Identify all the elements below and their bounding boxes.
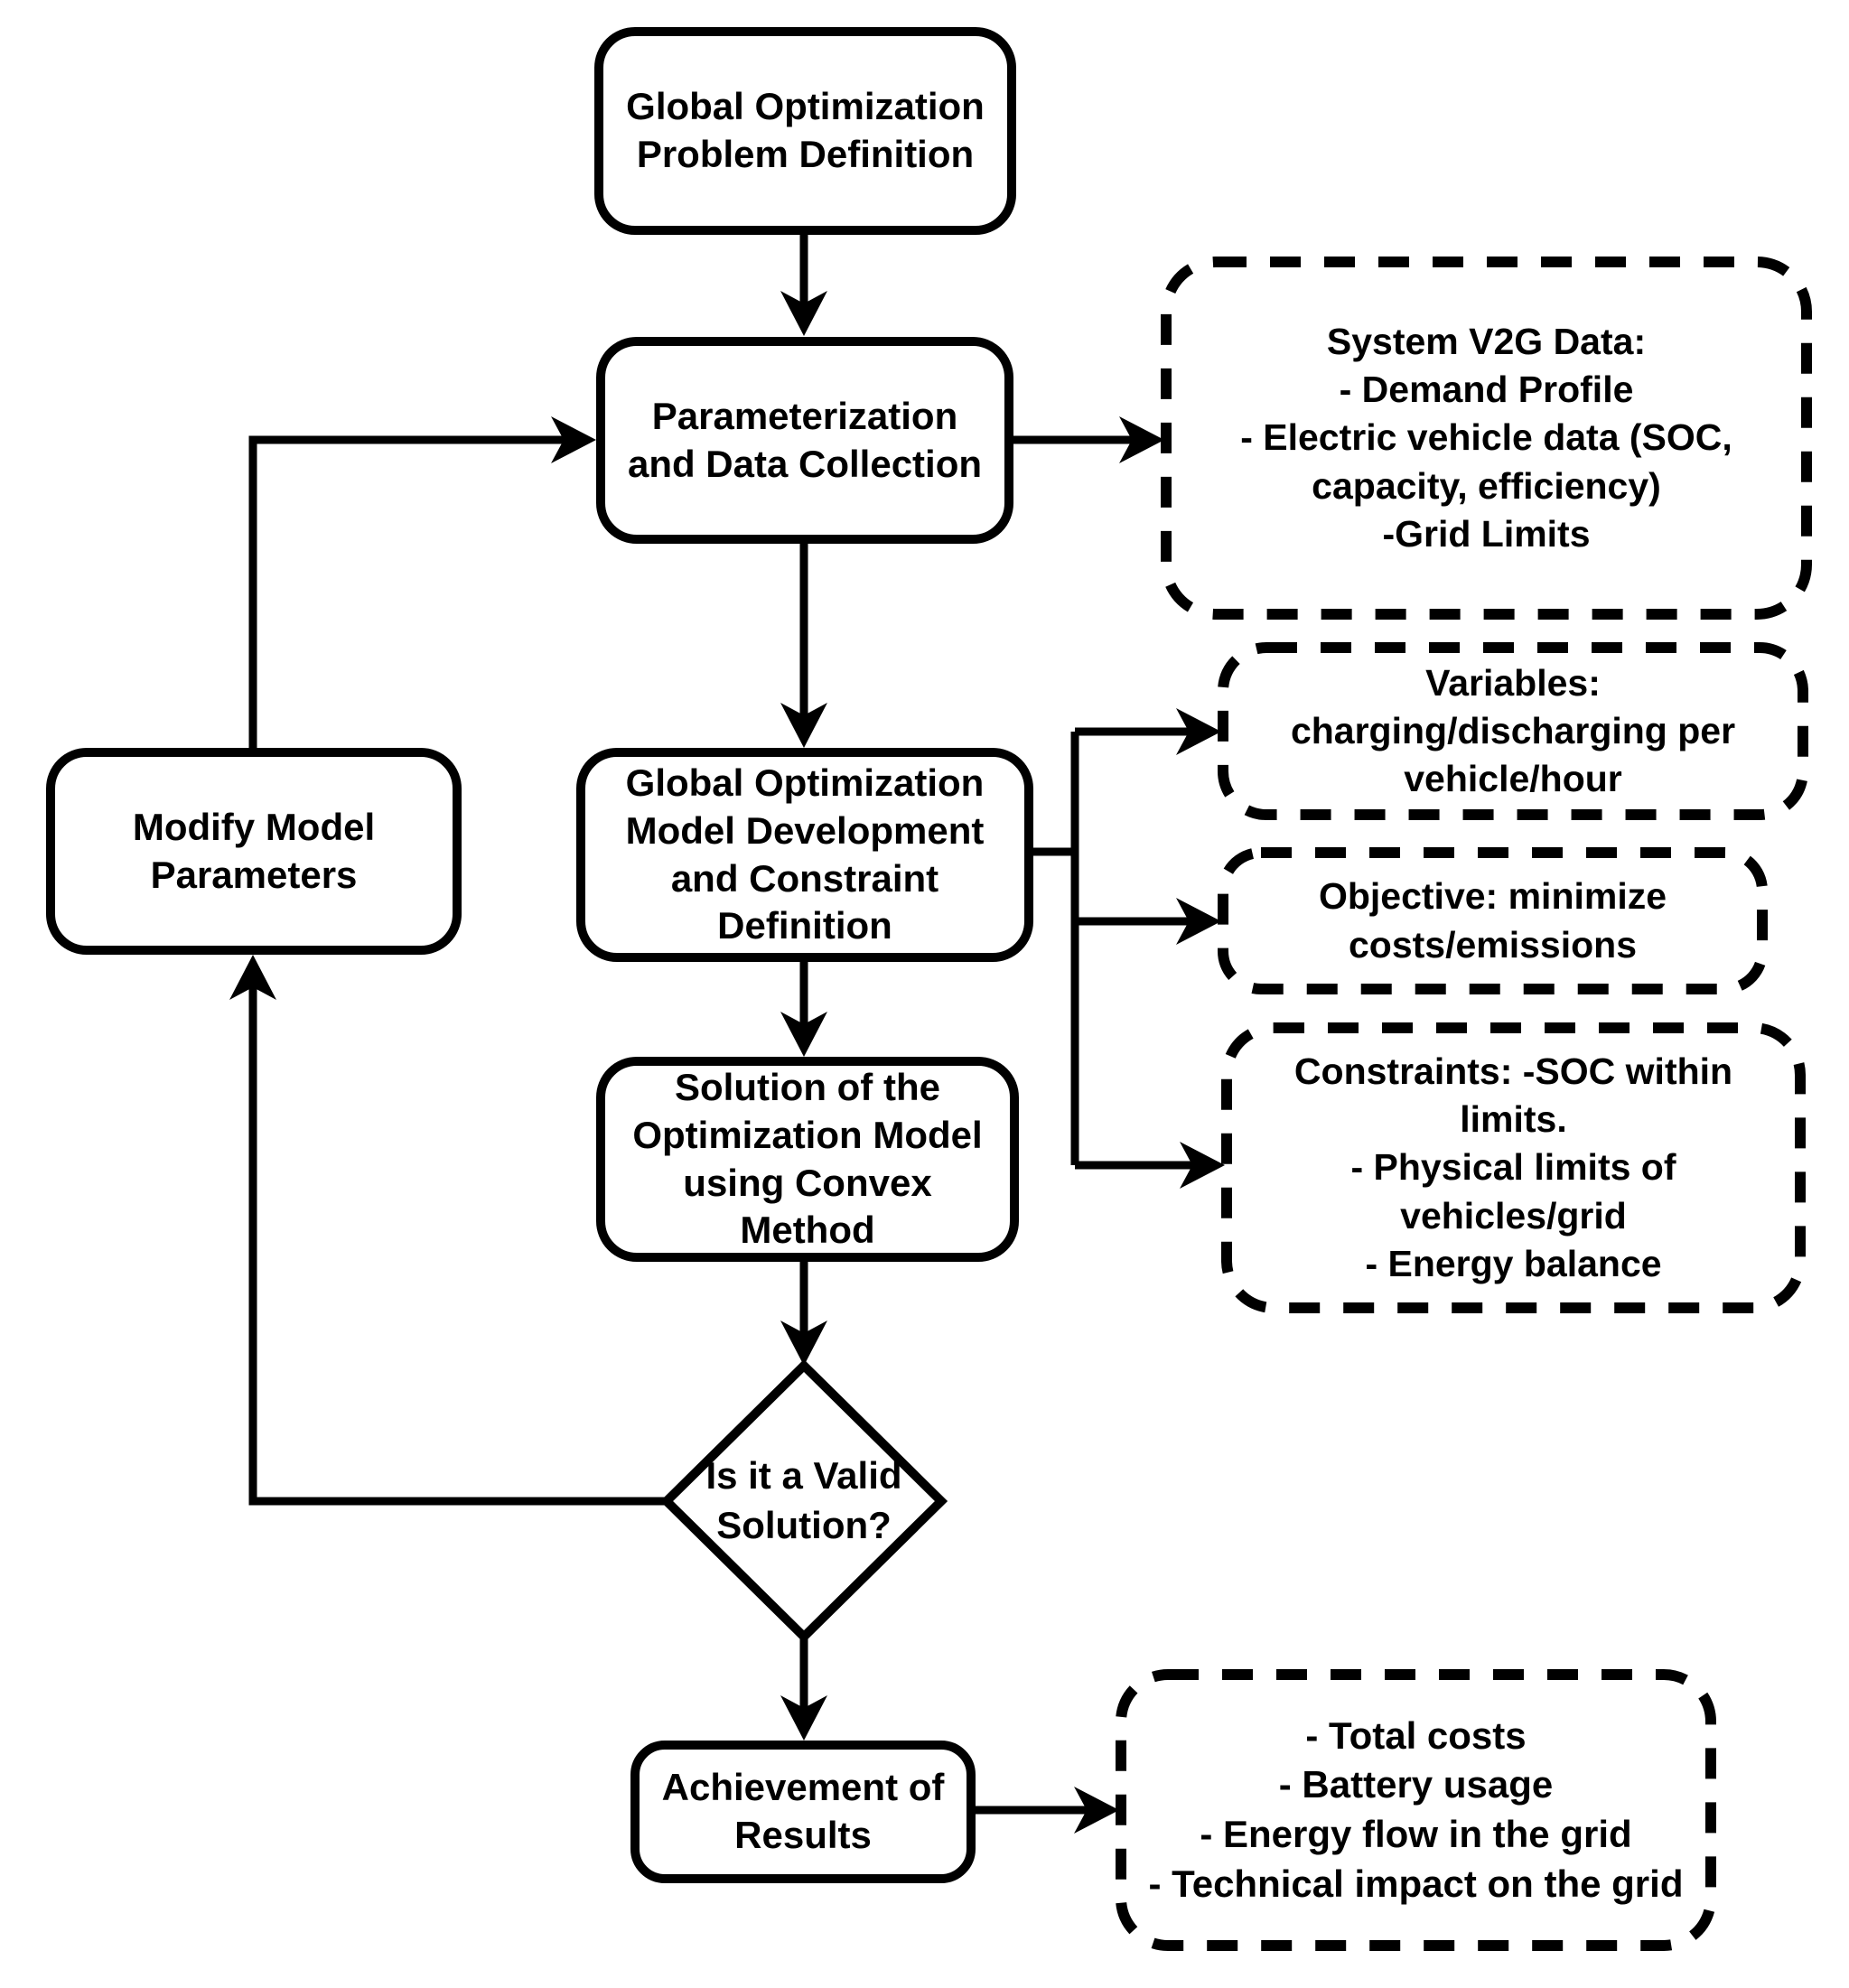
node-solution-method: Solution of the Optimization Model using… xyxy=(596,1057,1019,1262)
node-constraints-text: Constraints: -SOC within limits. - Physi… xyxy=(1227,1028,1800,1308)
node-label-line: Objective: minimize xyxy=(1318,875,1667,918)
node-results-outputs-text: - Total costs - Battery usage - Energy f… xyxy=(1121,1675,1711,1946)
arrow-parameterization-to-v2g-data xyxy=(1012,416,1164,463)
arrow-modify-parameters-to-parameterization xyxy=(248,416,596,750)
node-label-line: Variables: xyxy=(1425,661,1601,704)
node-label-line: - Technical impact on the grid xyxy=(1148,1862,1684,1905)
node-label-line: - Total costs xyxy=(1305,1713,1527,1757)
system-v2g-data-box xyxy=(1161,257,1812,620)
node-label-line: Modify Model xyxy=(132,805,376,848)
node-label-line: -Grid Limits xyxy=(1382,512,1591,555)
node-label-line: - Physical limits of xyxy=(1350,1146,1676,1189)
branch-trunk-development xyxy=(1032,732,1079,1165)
arrow-problem-to-parameterization xyxy=(780,233,827,336)
node-label-line: - Energy flow in the grid xyxy=(1200,1813,1632,1855)
node-label-line: charging/discharging per xyxy=(1290,709,1736,751)
node-system-v2g-data-text: System V2G Data: - Demand Profile - Elec… xyxy=(1166,262,1807,614)
node-label-line: Solution of the xyxy=(675,1065,940,1108)
node-label-line: vehicles/grid xyxy=(1400,1194,1627,1237)
node-parameterization: Parameterization and Data Collection xyxy=(596,337,1013,544)
arrow-development-to-variables xyxy=(1075,708,1221,755)
arrow-achievement-to-results xyxy=(974,1787,1119,1834)
node-label-line: capacity, efficiency) xyxy=(1312,464,1661,507)
node-label-line: Optimization Model xyxy=(632,1113,983,1156)
node-achievement-results: Achievement of Results xyxy=(630,1741,976,1883)
arrow-solution-to-decision xyxy=(780,1260,827,1366)
node-label-line: - Battery usage xyxy=(1278,1763,1554,1806)
node-label-line: - Electric vehicle data (SOC, xyxy=(1240,416,1732,459)
arrow-development-to-solution xyxy=(780,960,827,1057)
node-label-line: Results xyxy=(734,1814,872,1856)
node-label-line: Method xyxy=(740,1209,875,1252)
node-label-line: Model Development xyxy=(625,808,985,852)
arrow-decision-to-modify-parameters xyxy=(229,955,668,1506)
results-outputs-box xyxy=(1116,1669,1716,1951)
node-label-line: - Energy balance xyxy=(1365,1242,1662,1284)
node-label-line: and Constraint xyxy=(670,856,939,900)
node-model-development: Global Optimization Model Development an… xyxy=(576,748,1033,962)
node-problem-definition: Global Optimization Problem Definition xyxy=(594,27,1016,235)
node-label-line: limits. xyxy=(1460,1098,1567,1141)
node-modify-parameters: Modify Model Parameters xyxy=(46,748,462,955)
node-label-line: costs/emissions xyxy=(1348,923,1638,966)
node-decision-text: Is it a Valid Solution? xyxy=(667,1366,941,1637)
node-label-line: Achievement of xyxy=(661,1766,945,1809)
arrow-development-to-objective xyxy=(1075,898,1221,945)
node-label-line: Global Optimization xyxy=(626,85,985,128)
node-label-line: and Data Collection xyxy=(627,442,983,485)
node-label-line: - Demand Profile xyxy=(1339,369,1634,411)
node-variables-text: Variables: charging/discharging per vehi… xyxy=(1223,648,1803,815)
variables-box xyxy=(1218,642,1808,820)
objective-box xyxy=(1218,847,1768,994)
node-label-line: Solution? xyxy=(716,1504,892,1546)
node-label-line: vehicle/hour xyxy=(1404,758,1622,800)
node-label-line: Definition xyxy=(717,904,892,947)
constraints-box xyxy=(1221,1022,1806,1313)
node-label-line: using Convex xyxy=(683,1161,932,1204)
arrow-development-to-constraints xyxy=(1075,1142,1225,1189)
node-label-line: Constraints: -SOC within xyxy=(1293,1050,1733,1092)
node-label-line: Parameters xyxy=(150,853,358,896)
node-label-line: Global Optimization xyxy=(625,761,985,804)
node-label-line: Problem Definition xyxy=(636,133,975,175)
node-label-line: Is it a Valid xyxy=(705,1454,902,1498)
node-objective-text: Objective: minimize costs/emissions xyxy=(1223,853,1762,989)
node-label-line: Parameterization xyxy=(651,394,958,437)
arrow-decision-to-achievement xyxy=(780,1635,827,1741)
arrow-parameterization-to-development xyxy=(780,542,827,748)
node-label-line: System V2G Data: xyxy=(1326,320,1647,362)
